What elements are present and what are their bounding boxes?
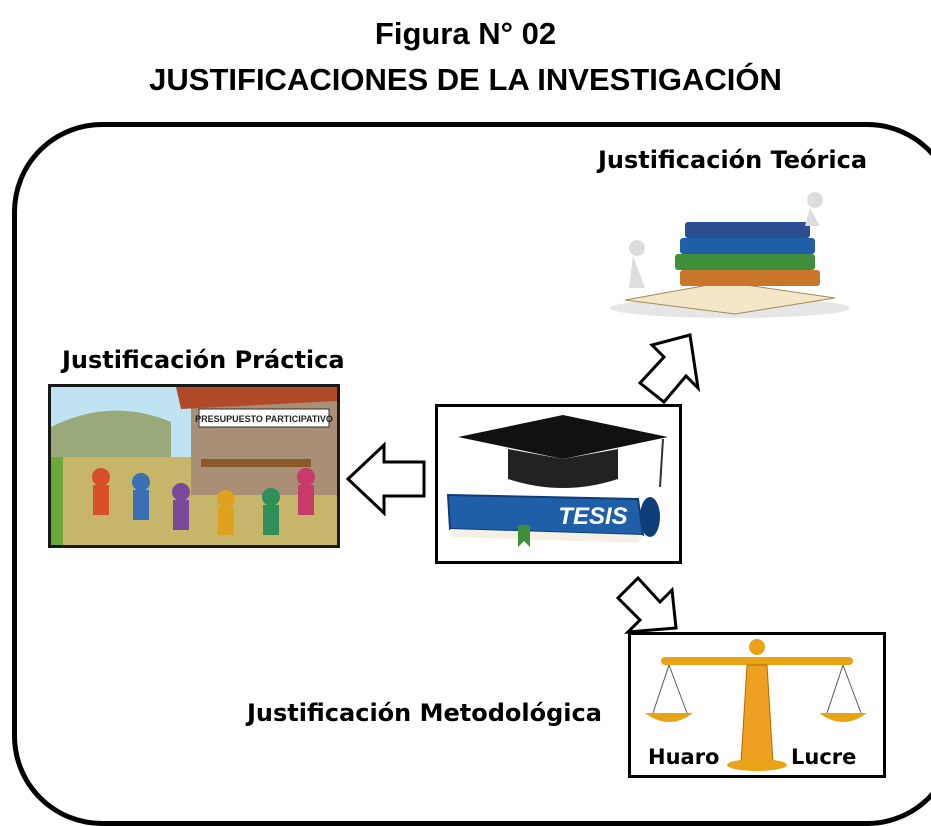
tesis-book-text: TESIS xyxy=(558,503,627,530)
figure-title: JUSTIFICACIONES DE LA INVESTIGACIÓN xyxy=(149,62,782,97)
arrow-to-teorica xyxy=(637,333,701,405)
graduation-cap-book-icon: TESIS xyxy=(446,415,668,547)
balance-scale-icon xyxy=(645,639,867,771)
practica-image-frame: PRESUPUESTO PARTICIPATIVO xyxy=(48,384,340,548)
community-meeting-illustration: PRESUPUESTO PARTICIPATIVO xyxy=(51,387,337,545)
balance-scale-frame: Huaro Lucre xyxy=(628,632,886,778)
arrow-to-metodologica xyxy=(615,575,678,634)
sign-text: PRESUPUESTO PARTICIPATIVO xyxy=(195,414,333,424)
figure-number: Figura N° 02 xyxy=(374,16,557,51)
tesis-center-node: TESIS xyxy=(435,404,682,564)
label-justificacion-practica: Justificación Práctica xyxy=(62,346,345,374)
scale-left-label: Huaro xyxy=(648,745,720,769)
label-justificacion-teorica: Justificación Teórica xyxy=(598,146,868,174)
arrow-to-practica xyxy=(345,441,426,517)
label-justificacion-metodologica: Justificación Metodológica xyxy=(247,699,602,727)
books-stack-icon xyxy=(610,192,850,318)
scale-right-label: Lucre xyxy=(791,745,857,769)
